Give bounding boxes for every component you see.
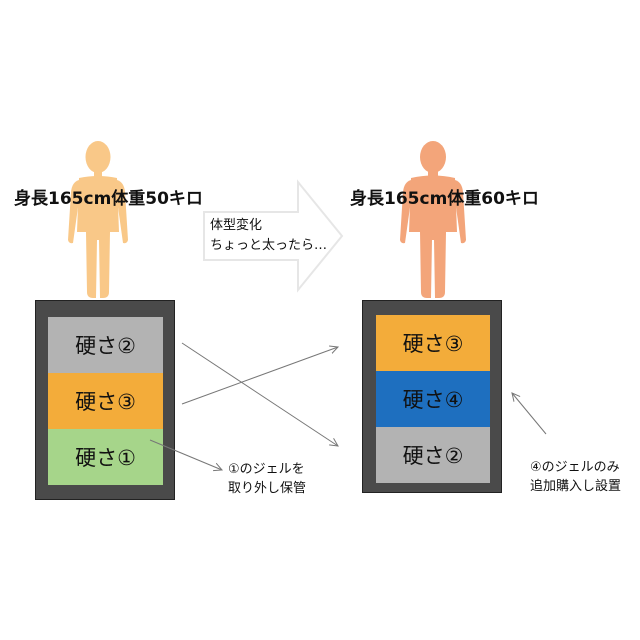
add-note: ④のジェルのみ 追加購入し設置: [530, 458, 621, 496]
arrow-layer1-remove: [149, 439, 222, 470]
transition-arrow-icon: [203, 179, 344, 293]
transition-line-1: 体型変化: [210, 218, 263, 233]
left-layer-top: 硬さ②: [48, 317, 163, 373]
right-layer-bottom: 硬さ②: [376, 427, 490, 483]
remove-note: ①のジェルを 取り外し保管: [228, 460, 306, 498]
left-mattress-frame: 硬さ② 硬さ③ 硬さ①: [35, 300, 175, 500]
arrow-layer3-move: [181, 347, 338, 405]
left-layer-middle: 硬さ③: [48, 373, 163, 429]
transition-caption: 体型変化 ちょっと太ったら…: [210, 216, 327, 256]
person-figure-left: [68, 141, 128, 298]
right-layer-middle: 硬さ④: [376, 371, 490, 427]
person-figure-right: [400, 141, 466, 298]
remove-note-line-2: 取り外し保管: [228, 481, 307, 496]
right-mattress-frame: 硬さ③ 硬さ④ 硬さ②: [362, 300, 502, 493]
right-layer-top: 硬さ③: [376, 315, 490, 371]
left-layer-bottom: 硬さ①: [48, 429, 163, 485]
remove-note-line-1: ①のジェルを: [228, 462, 305, 477]
transition-line-2: ちょっと太ったら…: [210, 238, 328, 253]
right-person-label: 身長165cm体重60キロ: [350, 189, 539, 209]
left-person-label: 身長165cm体重50キロ: [14, 189, 203, 209]
arrow-layer2-move: [181, 342, 338, 446]
arrow-layer4-add: [512, 393, 547, 435]
add-note-line-1: ④のジェルのみ: [530, 460, 620, 475]
add-note-line-2: 追加購入し設置: [530, 479, 622, 494]
